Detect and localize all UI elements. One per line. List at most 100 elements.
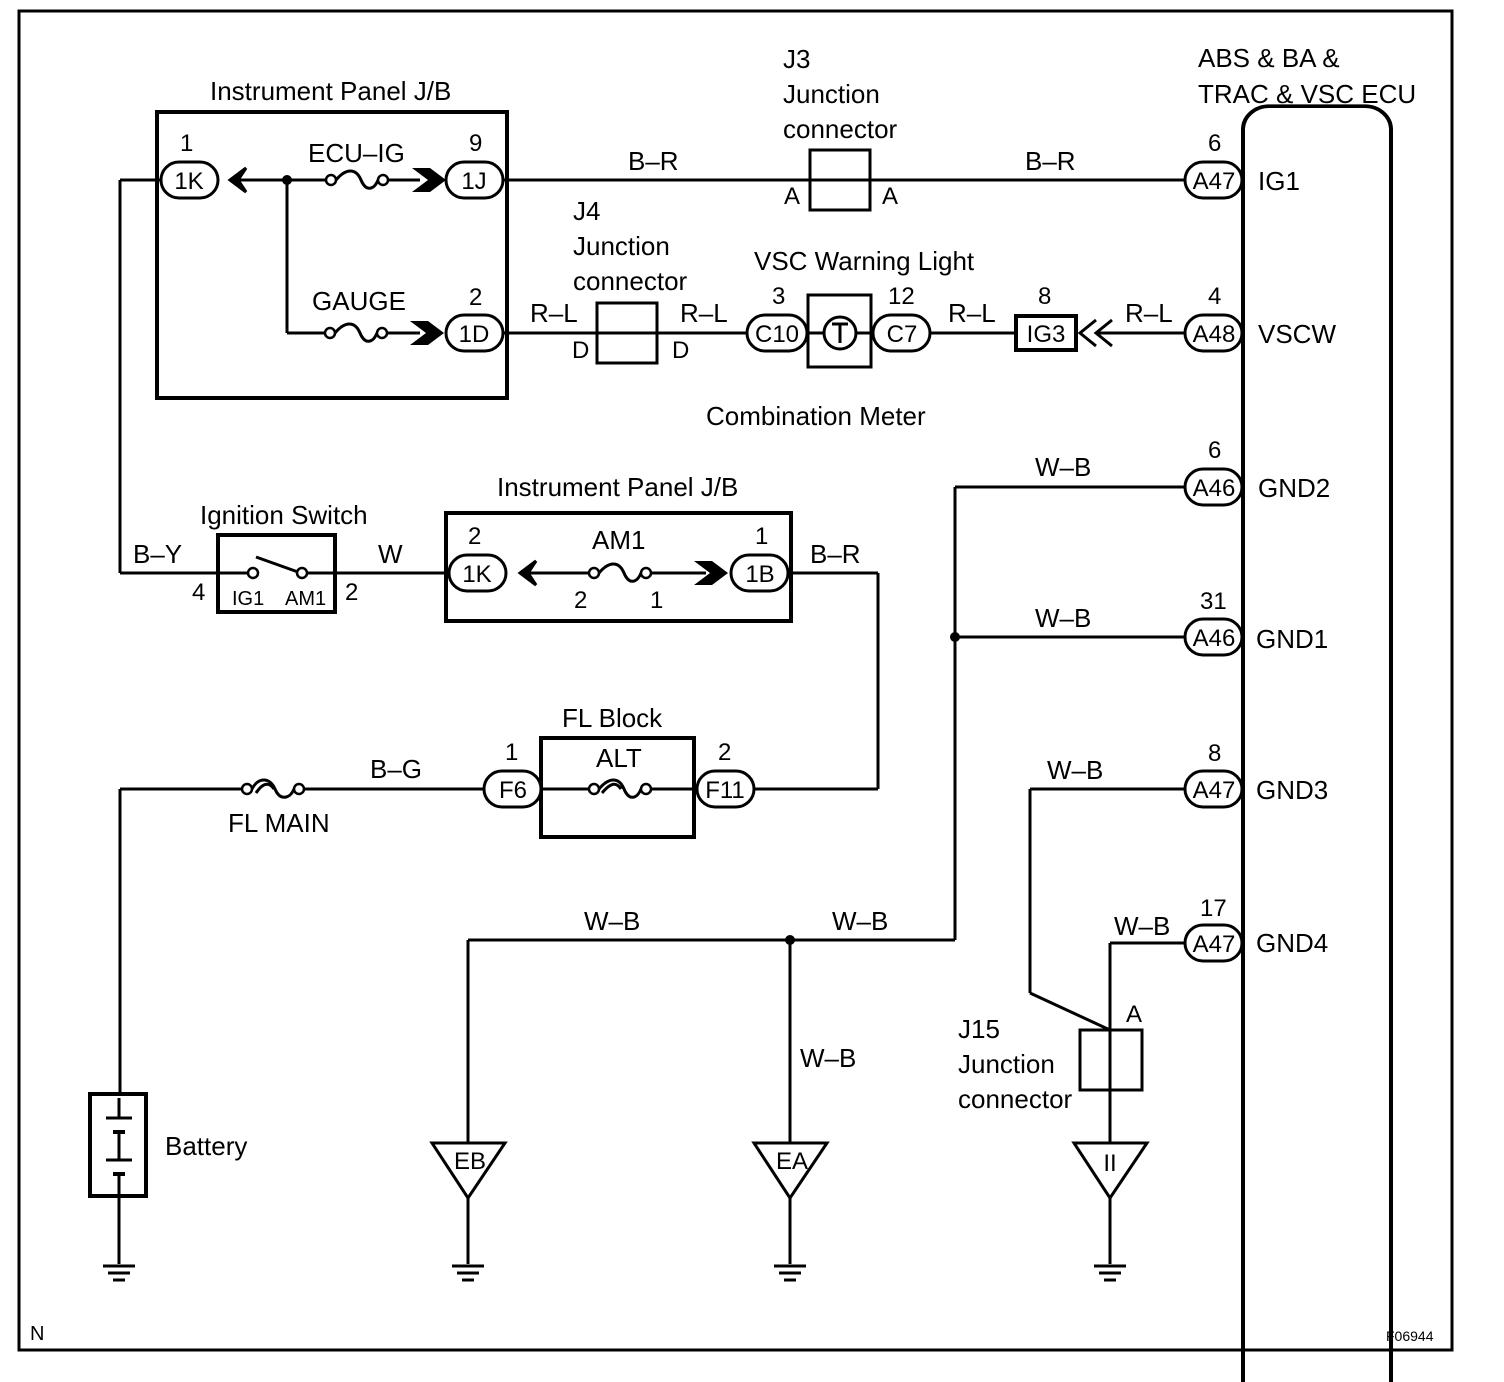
wire-br-2: B–R xyxy=(1025,146,1076,176)
ecu-title-line2: TRAC & VSC ECU xyxy=(1198,79,1416,109)
connector-a46-gnd1 xyxy=(1183,617,1244,657)
connector-c7-label: C7 xyxy=(887,321,918,348)
ipjb-top-title: Instrument Panel J/B xyxy=(210,76,451,106)
ignition-switch-label: Ignition Switch xyxy=(200,500,368,530)
chevron-icon xyxy=(412,168,446,192)
wire-rl-4: R–L xyxy=(1125,298,1173,328)
wire-rl-3: R–L xyxy=(948,298,996,328)
pin-1b: 1 xyxy=(755,523,768,550)
terminal-gnd4: GND4 xyxy=(1256,928,1328,958)
pin-1k-top: 1 xyxy=(180,130,193,157)
wire-wb-3: W–B xyxy=(584,906,640,936)
terminal-ig1: IG1 xyxy=(1258,166,1300,196)
pin-1j: 9 xyxy=(469,130,482,157)
combination-meter-label: Combination Meter xyxy=(706,401,926,431)
connector-1k-top-label: 1K xyxy=(174,168,203,195)
wire-br-1: B–R xyxy=(628,146,679,176)
connector-1k-mid xyxy=(447,553,508,593)
ground-symbol-icon xyxy=(1094,1264,1126,1282)
pin-1d: 2 xyxy=(469,284,482,311)
terminal-gnd1: GND1 xyxy=(1256,624,1328,654)
ground-point-ii-label: II xyxy=(1103,1150,1116,1177)
j3-pin-left: A xyxy=(784,183,800,210)
fl-main-label: FL MAIN xyxy=(228,808,330,838)
connector-1k-mid-label: 1K xyxy=(462,561,491,588)
ipjb-mid-box xyxy=(444,511,793,623)
connector-f11 xyxy=(695,769,756,809)
pin-1k-mid: 2 xyxy=(468,523,481,550)
j3-pin-right: A xyxy=(882,183,898,210)
wire-wb-4: W–B xyxy=(832,906,888,936)
fuse-am1-label: AM1 xyxy=(592,525,645,555)
j4-label-1: J4 xyxy=(573,196,600,226)
connector-a46-gnd2-label: A46 xyxy=(1193,475,1236,502)
ground-point-ea xyxy=(751,1141,830,1201)
wire-wb-6: W–B xyxy=(1047,755,1103,785)
chevron-icon xyxy=(1077,318,1113,348)
j4-label-3: connector xyxy=(573,266,688,296)
connector-a46-gnd1-label: A46 xyxy=(1193,625,1236,652)
connector-1d-label: 1D xyxy=(459,321,490,348)
pin-ecu-gnd2: 6 xyxy=(1208,437,1221,464)
vsc-warning-light-label: VSC Warning Light xyxy=(754,246,975,276)
pin-ecu-vscw: 4 xyxy=(1208,283,1221,310)
fuse-am1-pin-a: 2 xyxy=(574,587,587,614)
ecu-block xyxy=(1241,104,1393,1382)
wire-br-3: B–R xyxy=(810,539,861,569)
switch-pin-2: 2 xyxy=(345,579,358,606)
j15-label-3: connector xyxy=(958,1084,1073,1114)
connector-f11-label: F11 xyxy=(705,777,745,804)
ground-symbol-icon xyxy=(103,1264,135,1282)
ground-point-eb-label: EB xyxy=(454,1148,486,1175)
pin-ecu-gnd1: 31 xyxy=(1200,588,1227,615)
j15-label-2: Junction xyxy=(958,1049,1055,1079)
connector-a48-label: A48 xyxy=(1193,321,1236,348)
wire-rl-1: R–L xyxy=(530,298,578,328)
diagram-frame xyxy=(17,9,1454,1352)
pin-f11: 2 xyxy=(718,739,731,766)
connector-a47-gnd3-label: A47 xyxy=(1193,777,1236,804)
combination-meter-box xyxy=(806,293,873,369)
wire-w: W xyxy=(378,539,403,569)
wire-wb-5: W–B xyxy=(800,1043,856,1073)
j3-label-2: Junction xyxy=(783,79,880,109)
j15-label-1: J15 xyxy=(958,1014,1000,1044)
connector-f6-label: F6 xyxy=(499,777,527,804)
j3-label-1: J3 xyxy=(783,44,810,74)
ground-symbol-icon xyxy=(774,1264,806,1282)
j15-pin-a: A xyxy=(1126,1001,1142,1028)
chevron-icon xyxy=(227,166,248,194)
wire-rl-2: R–L xyxy=(680,298,728,328)
ground-point-ea-label: EA xyxy=(776,1148,808,1175)
fl-block-label: FL Block xyxy=(562,703,663,733)
connector-1b-label: 1B xyxy=(745,561,774,588)
battery-label: Battery xyxy=(165,1131,247,1161)
pin-f6: 1 xyxy=(505,739,518,766)
connector-a47-ig1-label: A47 xyxy=(1193,168,1236,195)
wire-bg: B–G xyxy=(370,754,422,784)
pin-c10: 3 xyxy=(772,283,785,310)
switch-terminal-am1: AM1 xyxy=(285,588,326,610)
fuse-alt-label: ALT xyxy=(596,743,642,773)
ipjb-top-box xyxy=(155,110,509,400)
wire-wb-7: W–B xyxy=(1114,911,1170,941)
ground-symbol-icon xyxy=(452,1264,484,1282)
connector-a48 xyxy=(1183,313,1244,353)
ecu-title-line1: ABS & BA & xyxy=(1198,43,1340,73)
corner-label-n: N xyxy=(30,1323,44,1345)
ground-point-eb xyxy=(429,1141,508,1201)
connector-a46-gnd2 xyxy=(1183,467,1244,507)
chevron-icon xyxy=(517,559,538,587)
terminal-vscw: VSCW xyxy=(1258,319,1336,349)
connector-ig3-label: IG3 xyxy=(1027,321,1066,348)
wire-by: B–Y xyxy=(133,539,182,569)
fuse-am1-pin-b: 1 xyxy=(650,587,663,614)
ipjb-mid-title: Instrument Panel J/B xyxy=(497,472,738,502)
j15-junction-box xyxy=(1078,1028,1144,1092)
j4-pin-left: D xyxy=(572,337,589,364)
fuse-gauge-label: GAUGE xyxy=(312,286,406,316)
j4-label-2: Junction xyxy=(573,231,670,261)
j4-pin-right: D xyxy=(672,337,689,364)
pin-ecu-ig1: 6 xyxy=(1208,130,1221,157)
